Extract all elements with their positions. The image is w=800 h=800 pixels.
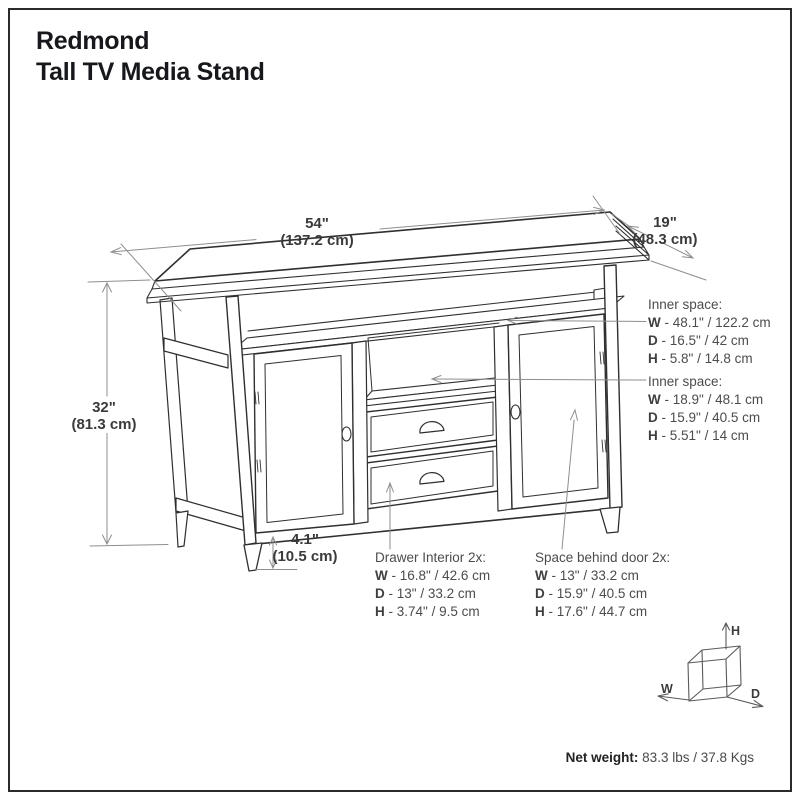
spec-row: D - 15.9" / 40.5 cm xyxy=(535,586,648,601)
depth-inches: 19" xyxy=(653,214,677,231)
leader-space-behind-door xyxy=(561,408,578,550)
spec-row: W - 13" / 33.2 cm xyxy=(535,568,639,583)
width-dimension-label: 54" (137.2 cm) xyxy=(253,215,381,249)
depth-dimension-label: 19" (48.3 cm) xyxy=(613,214,717,248)
left-door-hinges xyxy=(254,391,262,473)
height-dimension-line xyxy=(87,279,169,547)
spec-row: H - 5.8" / 14.8 cm xyxy=(648,351,753,366)
left-divider-stile xyxy=(351,340,369,525)
leg-height-inches: 4.1" xyxy=(291,531,319,548)
spec-row: W - 16.8" / 42.6 cm xyxy=(375,568,491,583)
left-side-frame xyxy=(159,297,247,548)
product-title: Redmond Tall TV Media Stand xyxy=(36,26,265,88)
height-axis-arrow xyxy=(721,622,731,650)
front-right-post xyxy=(603,264,623,510)
wdh-cube-icon xyxy=(657,622,764,708)
height-metric: (81.3 cm) xyxy=(71,416,137,433)
inner-space-middle-spec: Inner space: W - 18.9" / 48.1 cm D - 15.… xyxy=(648,373,763,445)
product-title-line1: Redmond xyxy=(36,27,150,55)
tv-stand xyxy=(146,211,650,572)
spec-heading: Drawer Interior 2x: xyxy=(375,550,487,565)
leader-drawer-interior xyxy=(386,481,394,550)
spec-row: W - 18.9" / 48.1 cm xyxy=(648,392,764,407)
width-axis-arrow xyxy=(657,693,690,702)
cube-width-label: W xyxy=(661,682,673,696)
depth-axis-arrow xyxy=(726,696,764,708)
leg-height-dimension-line xyxy=(255,535,298,570)
drawer-2 xyxy=(365,445,499,510)
drawer-1 xyxy=(365,396,499,458)
net-weight: Net weight: 83.3 lbs / 37.8 Kgs xyxy=(566,750,754,765)
left-door xyxy=(253,342,355,534)
drawer-1-cup-handle xyxy=(419,421,445,434)
right-door xyxy=(507,313,609,510)
spec-heading: Inner space: xyxy=(648,374,723,389)
width-inches: 54" xyxy=(305,215,329,232)
drawer-interior-spec: Drawer Interior 2x: W - 16.8" / 42.6 cm … xyxy=(375,549,490,621)
cube-height-label: H xyxy=(731,624,741,638)
cube-depth-label: D xyxy=(751,687,761,701)
height-inches: 32" xyxy=(92,399,116,416)
space-behind-door-spec: Space behind door 2x: W - 13" / 33.2 cm … xyxy=(535,549,670,621)
spec-row: H - 17.6" / 44.7 cm xyxy=(535,604,648,619)
width-dimension-line xyxy=(109,195,621,312)
spec-row: D - 15.9" / 40.5 cm xyxy=(648,410,761,425)
depth-metric: (48.3 cm) xyxy=(632,231,698,248)
leader-inner-space-middle xyxy=(430,375,647,383)
front-right-leg xyxy=(599,506,621,534)
net-weight-value: 83.3 lbs / 37.8 Kgs xyxy=(642,750,754,765)
depth-dimension-line xyxy=(611,213,707,281)
front-left-leg xyxy=(243,542,263,572)
product-title-line2: Tall TV Media Stand xyxy=(36,58,265,86)
spec-row: D - 16.5" / 42 cm xyxy=(648,333,749,348)
leader-inner-space-top xyxy=(506,316,647,325)
leg-height-dimension-label: 4.1" (10.5 cm) xyxy=(262,531,348,565)
spec-row: H - 5.51" / 14 cm xyxy=(648,428,749,443)
left-door-knob xyxy=(341,426,352,442)
spec-heading: Space behind door 2x: xyxy=(535,550,671,565)
spec-heading: Inner space: xyxy=(648,297,723,312)
inner-space-top-spec: Inner space: W - 48.1" / 122.2 cm D - 16… xyxy=(648,296,771,368)
back-left-leg xyxy=(175,510,189,548)
width-metric: (137.2 cm) xyxy=(280,232,354,249)
drawer-2-cup-handle xyxy=(419,472,445,485)
annotations xyxy=(87,195,707,570)
spec-row: H - 3.74" / 9.5 cm xyxy=(375,604,480,619)
front-left-post xyxy=(225,295,257,546)
spec-row: D - 13" / 33.2 cm xyxy=(375,586,476,601)
right-door-hinges xyxy=(599,351,607,453)
table-top xyxy=(146,211,650,304)
height-dimension-label: 32" (81.3 cm) xyxy=(61,399,147,433)
right-door-knob xyxy=(510,404,521,420)
net-weight-label: Net weight: xyxy=(565,750,639,765)
leg-height-metric: (10.5 cm) xyxy=(272,548,338,565)
body-bottom-edge xyxy=(246,507,618,546)
spec-row: W - 48.1" / 122.2 cm xyxy=(648,315,771,330)
